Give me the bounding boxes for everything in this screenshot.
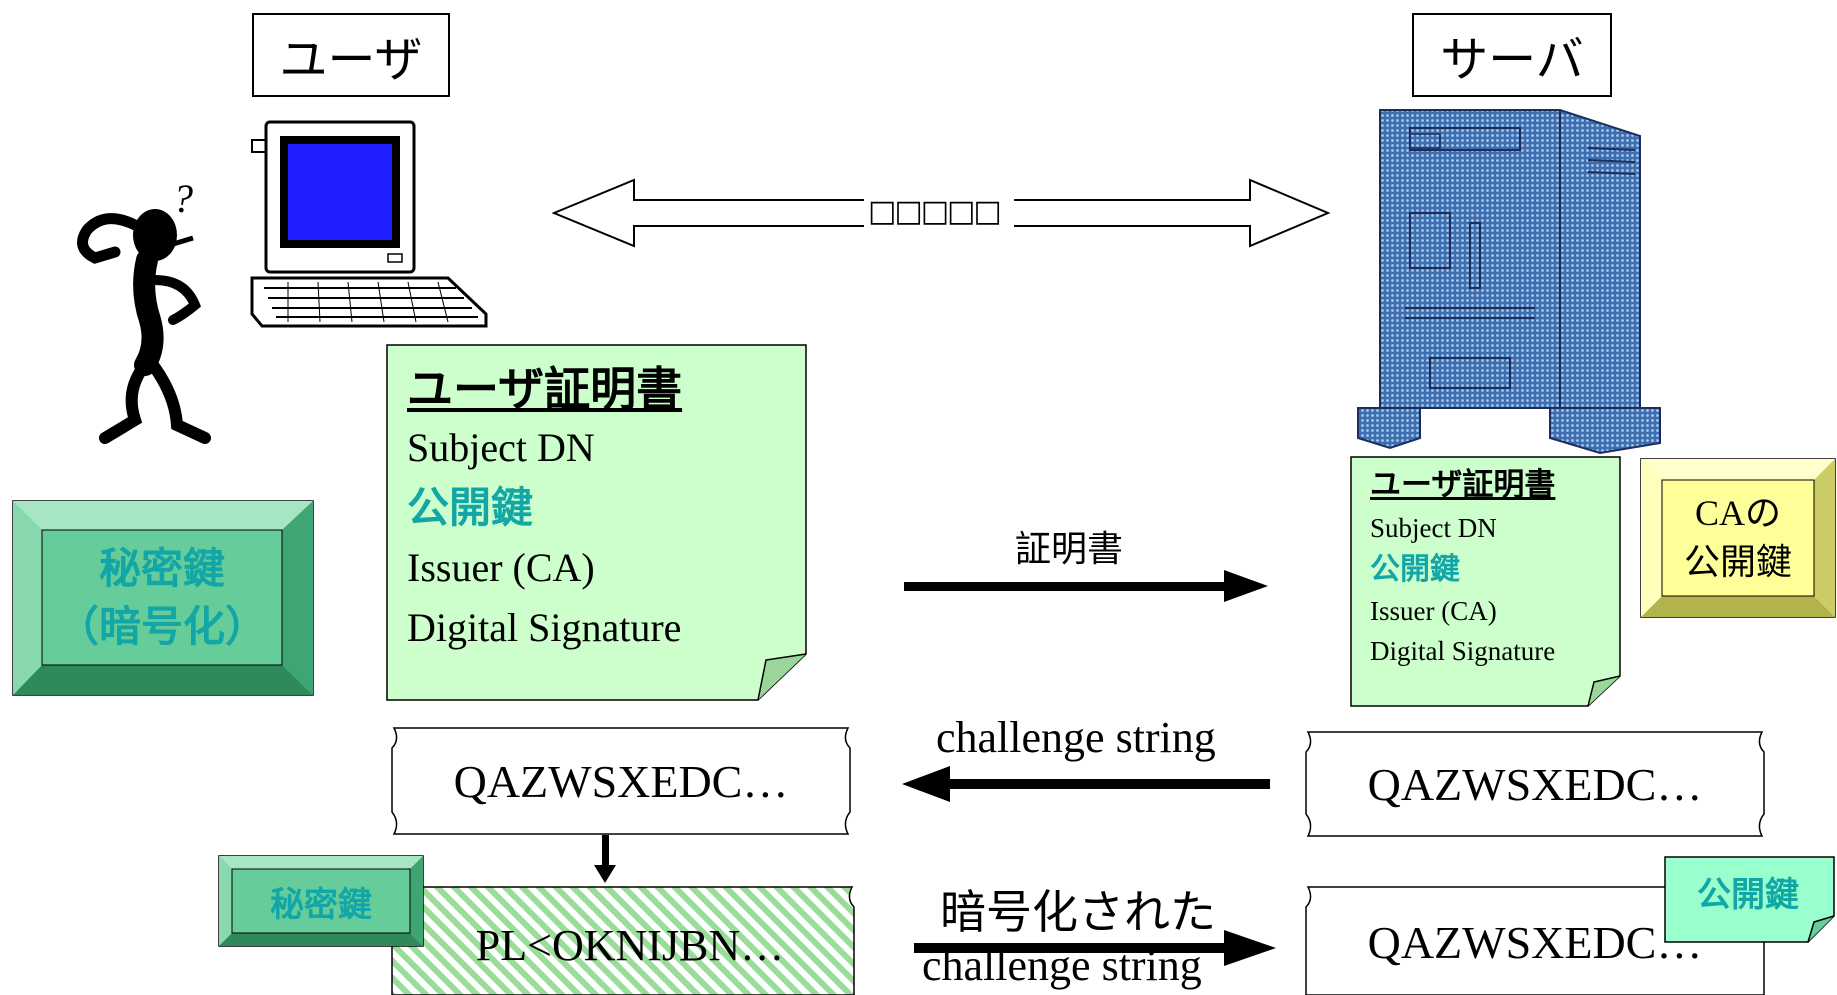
server-decrypted-text: QAZWSXEDC…: [1367, 916, 1703, 968]
server-cert-title: ユーザ証明書: [1370, 467, 1556, 503]
private-key-line2: （暗号化）: [56, 601, 267, 651]
ca-key-line1: CAの: [1694, 493, 1781, 533]
server-cert-public-key: 公開鍵: [1370, 552, 1460, 587]
down-arrow: [594, 835, 616, 883]
user-cert-note: [386, 344, 807, 701]
user-cert-title: ユーザ証明書: [407, 362, 683, 416]
challenge-arrow: [902, 766, 1270, 802]
small-public-key-text: 公開鍵: [1697, 874, 1799, 915]
user-label-text: ユーザ: [279, 32, 423, 88]
user-label: ユーザ: [252, 13, 450, 97]
channel-label: □□□□□: [868, 194, 1002, 229]
server-cert-issuer: Issuer (CA): [1370, 596, 1497, 626]
server-challenge-scroll: [1305, 731, 1765, 837]
user-cert-content: ユーザ証明書 Subject DN 公開鍵 Issuer (CA) Digita…: [407, 360, 682, 658]
user-challenge-scroll: [391, 727, 851, 835]
private-key-line1: 秘密鍵: [98, 543, 225, 593]
small-private-key-bevel: [218, 855, 424, 947]
svg-text:?: ?: [173, 176, 193, 221]
small-private-key-text: 秘密鍵: [270, 884, 372, 925]
ca-public-key-text: CAの 公開鍵: [1662, 480, 1814, 596]
cert-arrow-label: 証明書: [1015, 529, 1124, 570]
user-cert-issuer: Issuer (CA): [407, 545, 595, 590]
cert-arrow: [904, 570, 1268, 602]
encrypted-arrow-label-2: challenge string: [922, 941, 1202, 990]
double-arrow: [552, 178, 1331, 248]
encrypted-text: PL<OKNIJBN…: [475, 920, 785, 970]
ca-public-key-bevel: [1640, 458, 1836, 618]
user-cert-public-key: 公開鍵: [407, 483, 534, 532]
server-label: サーバ: [1412, 13, 1612, 97]
server-cert-note: [1350, 456, 1621, 707]
ca-key-line2: 公開鍵: [1683, 542, 1792, 583]
private-key-bevel: [12, 500, 314, 696]
server-icon: [1357, 109, 1661, 455]
user-cert-signature: Digital Signature: [407, 605, 682, 650]
server-challenge-text: QAZWSXEDC…: [1367, 758, 1703, 810]
confused-person-icon: ?: [77, 176, 211, 444]
server-label-text: サーバ: [1440, 32, 1584, 88]
small-public-key-note: [1664, 856, 1835, 943]
private-key-text: 秘密鍵 （暗号化）: [42, 530, 282, 665]
server-cert-subject: Subject DN: [1370, 513, 1497, 543]
user-cert-subject: Subject DN: [407, 425, 595, 470]
server-cert-signature: Digital Signature: [1370, 636, 1556, 666]
server-cert-content: ユーザ証明書 Subject DN 公開鍵 Issuer (CA) Digita…: [1370, 463, 1555, 671]
computer-icon: [250, 120, 488, 328]
user-challenge-text: QAZWSXEDC…: [453, 755, 789, 807]
challenge-arrow-label: challenge string: [936, 713, 1216, 762]
encrypted-arrow: [914, 930, 1276, 966]
encrypted-arrow-label-1: 暗号化された: [940, 885, 1216, 939]
